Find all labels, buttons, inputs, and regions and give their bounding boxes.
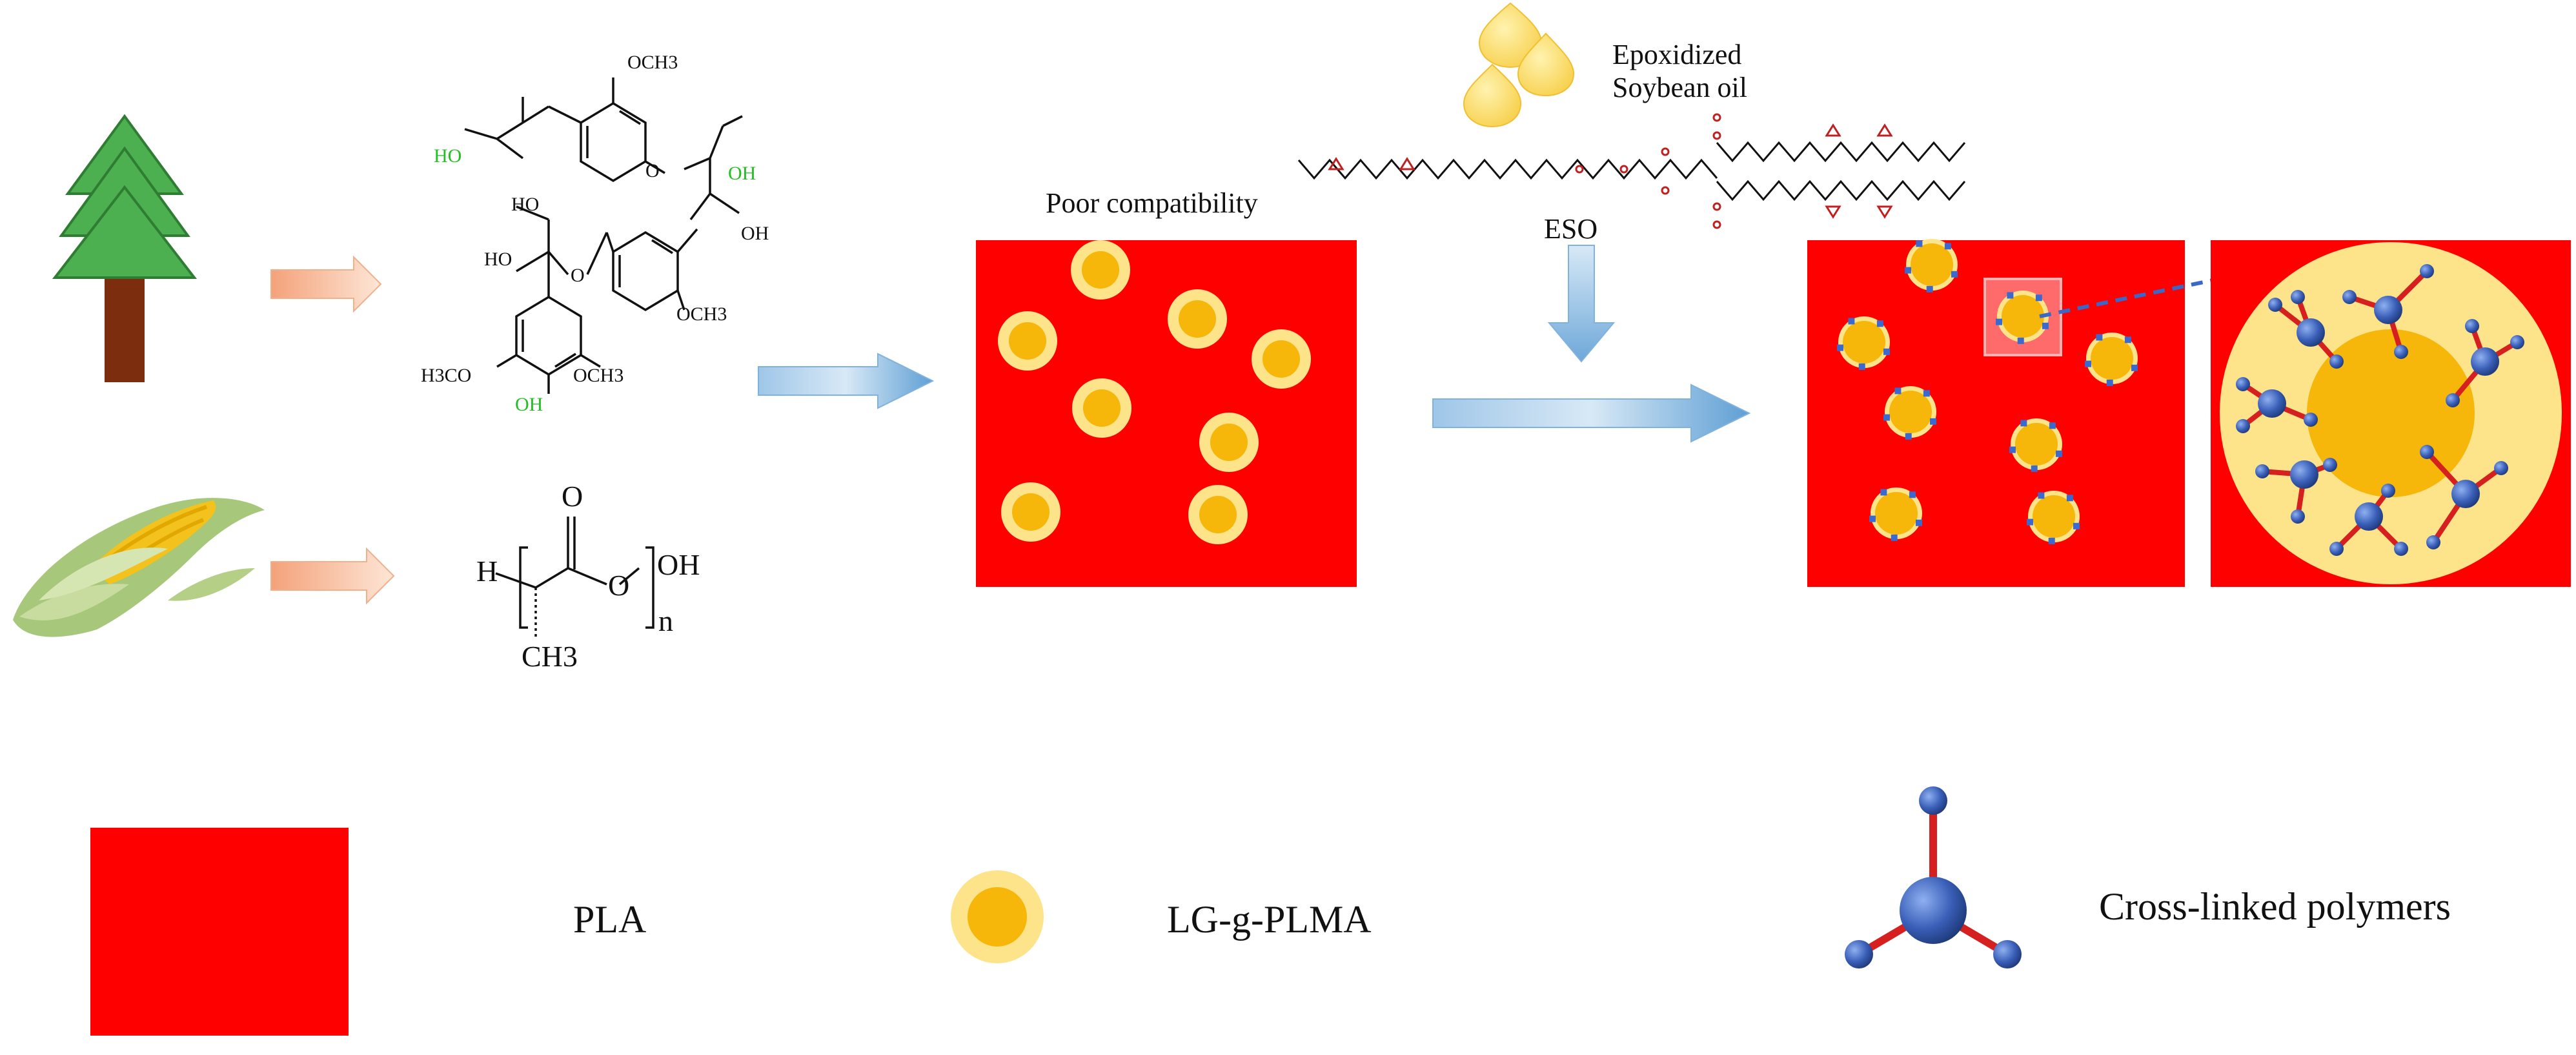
- lignin-o-1: O: [645, 160, 660, 181]
- lg-particle: [1168, 289, 1227, 349]
- pla-n: n: [658, 604, 673, 637]
- crosslink-node: [2446, 319, 2524, 407]
- blue-arrow-down: [1547, 245, 1616, 363]
- lignin-oh-1: OH: [741, 223, 769, 244]
- compatible-particle: [2026, 491, 2080, 544]
- orange-arrow-lower: [270, 547, 395, 605]
- eso-chain: [1297, 141, 1966, 201]
- lg-particle: [1252, 329, 1311, 389]
- lignin-och3-mid: OCH3: [676, 303, 727, 325]
- lignin-structure: [464, 77, 743, 394]
- lg-particle: [1001, 482, 1060, 542]
- lignin-h3co: H3CO: [421, 365, 472, 386]
- pla-oh: OH: [657, 548, 700, 581]
- poor-particles: [998, 240, 1311, 544]
- compatible-particle: [1836, 316, 1891, 370]
- crosslink-node: [2420, 445, 2508, 549]
- blue-arrow-1: [758, 353, 935, 409]
- compatible-particle: [1883, 386, 1937, 440]
- lignin-ho-2: HO: [484, 249, 512, 270]
- lignin-oh-green: OH: [728, 163, 756, 184]
- lignin-ho-1: HO: [511, 194, 540, 215]
- legend-crosslinked-label: Cross-linked polymers: [2099, 885, 2451, 928]
- pla-matrix-compatible: [1807, 240, 2185, 587]
- compatible-particle: [1869, 487, 1923, 541]
- corn-icon: [13, 498, 265, 637]
- epoxidized-line1: Epoxidized: [1612, 39, 1742, 70]
- legend-lg-label: LG-g-PLMA: [1167, 898, 1372, 941]
- tree-icon: [52, 114, 198, 382]
- lg-particle: [1188, 485, 1248, 544]
- eso-label: ESO: [1544, 213, 1598, 245]
- crosslink-node: [2342, 264, 2434, 359]
- lignin-oh-bottom: OH: [515, 394, 543, 415]
- lignin-o-2: O: [571, 265, 585, 286]
- compatible-particle: [1995, 291, 2049, 344]
- droplet-icons: [1463, 2, 1575, 128]
- pla-structure: [495, 517, 654, 639]
- crosslink-node: [2329, 484, 2408, 556]
- crosslink-node: [2236, 377, 2318, 433]
- pla-ch3: CH3: [522, 640, 578, 673]
- legend-pla-label: PLA: [573, 898, 647, 941]
- lg-particle: [998, 311, 1057, 371]
- zoom-crosslinks: [2236, 264, 2524, 556]
- poor-compatibility-label: Poor compatibility: [1046, 187, 1258, 219]
- eso-epoxide-marks: [1328, 113, 1893, 229]
- lg-particle: [1072, 378, 1131, 438]
- compatible-particle: [1904, 239, 1958, 292]
- pla-o-top: O: [562, 480, 583, 513]
- pla-h: H: [476, 555, 498, 588]
- lg-particle: [1071, 240, 1130, 300]
- good-particles: [1836, 239, 2138, 544]
- crosslink-node: [2268, 290, 2344, 369]
- compatible-particle: [2009, 418, 2063, 472]
- lignin-ho-green: HO: [434, 145, 462, 167]
- pla-o-ester: O: [608, 569, 630, 602]
- epoxidized-soybean-oil-label: Epoxidized Soybean oil: [1612, 39, 1747, 104]
- legend-crosslink-icon: [1845, 786, 2022, 968]
- crosslink-node: [2255, 458, 2337, 524]
- legend-lg-swatch: [951, 870, 1044, 963]
- blue-arrow-2: [1432, 384, 1751, 443]
- lignin-och3-top: OCH3: [627, 52, 678, 73]
- epoxidized-line2: Soybean oil: [1612, 71, 1747, 103]
- compatible-particle: [2084, 333, 2138, 386]
- lg-particle: [1199, 413, 1259, 472]
- legend-pla-swatch: [90, 828, 349, 1036]
- lignin-och3-low: OCH3: [573, 365, 624, 386]
- orange-arrow-upper: [270, 255, 382, 313]
